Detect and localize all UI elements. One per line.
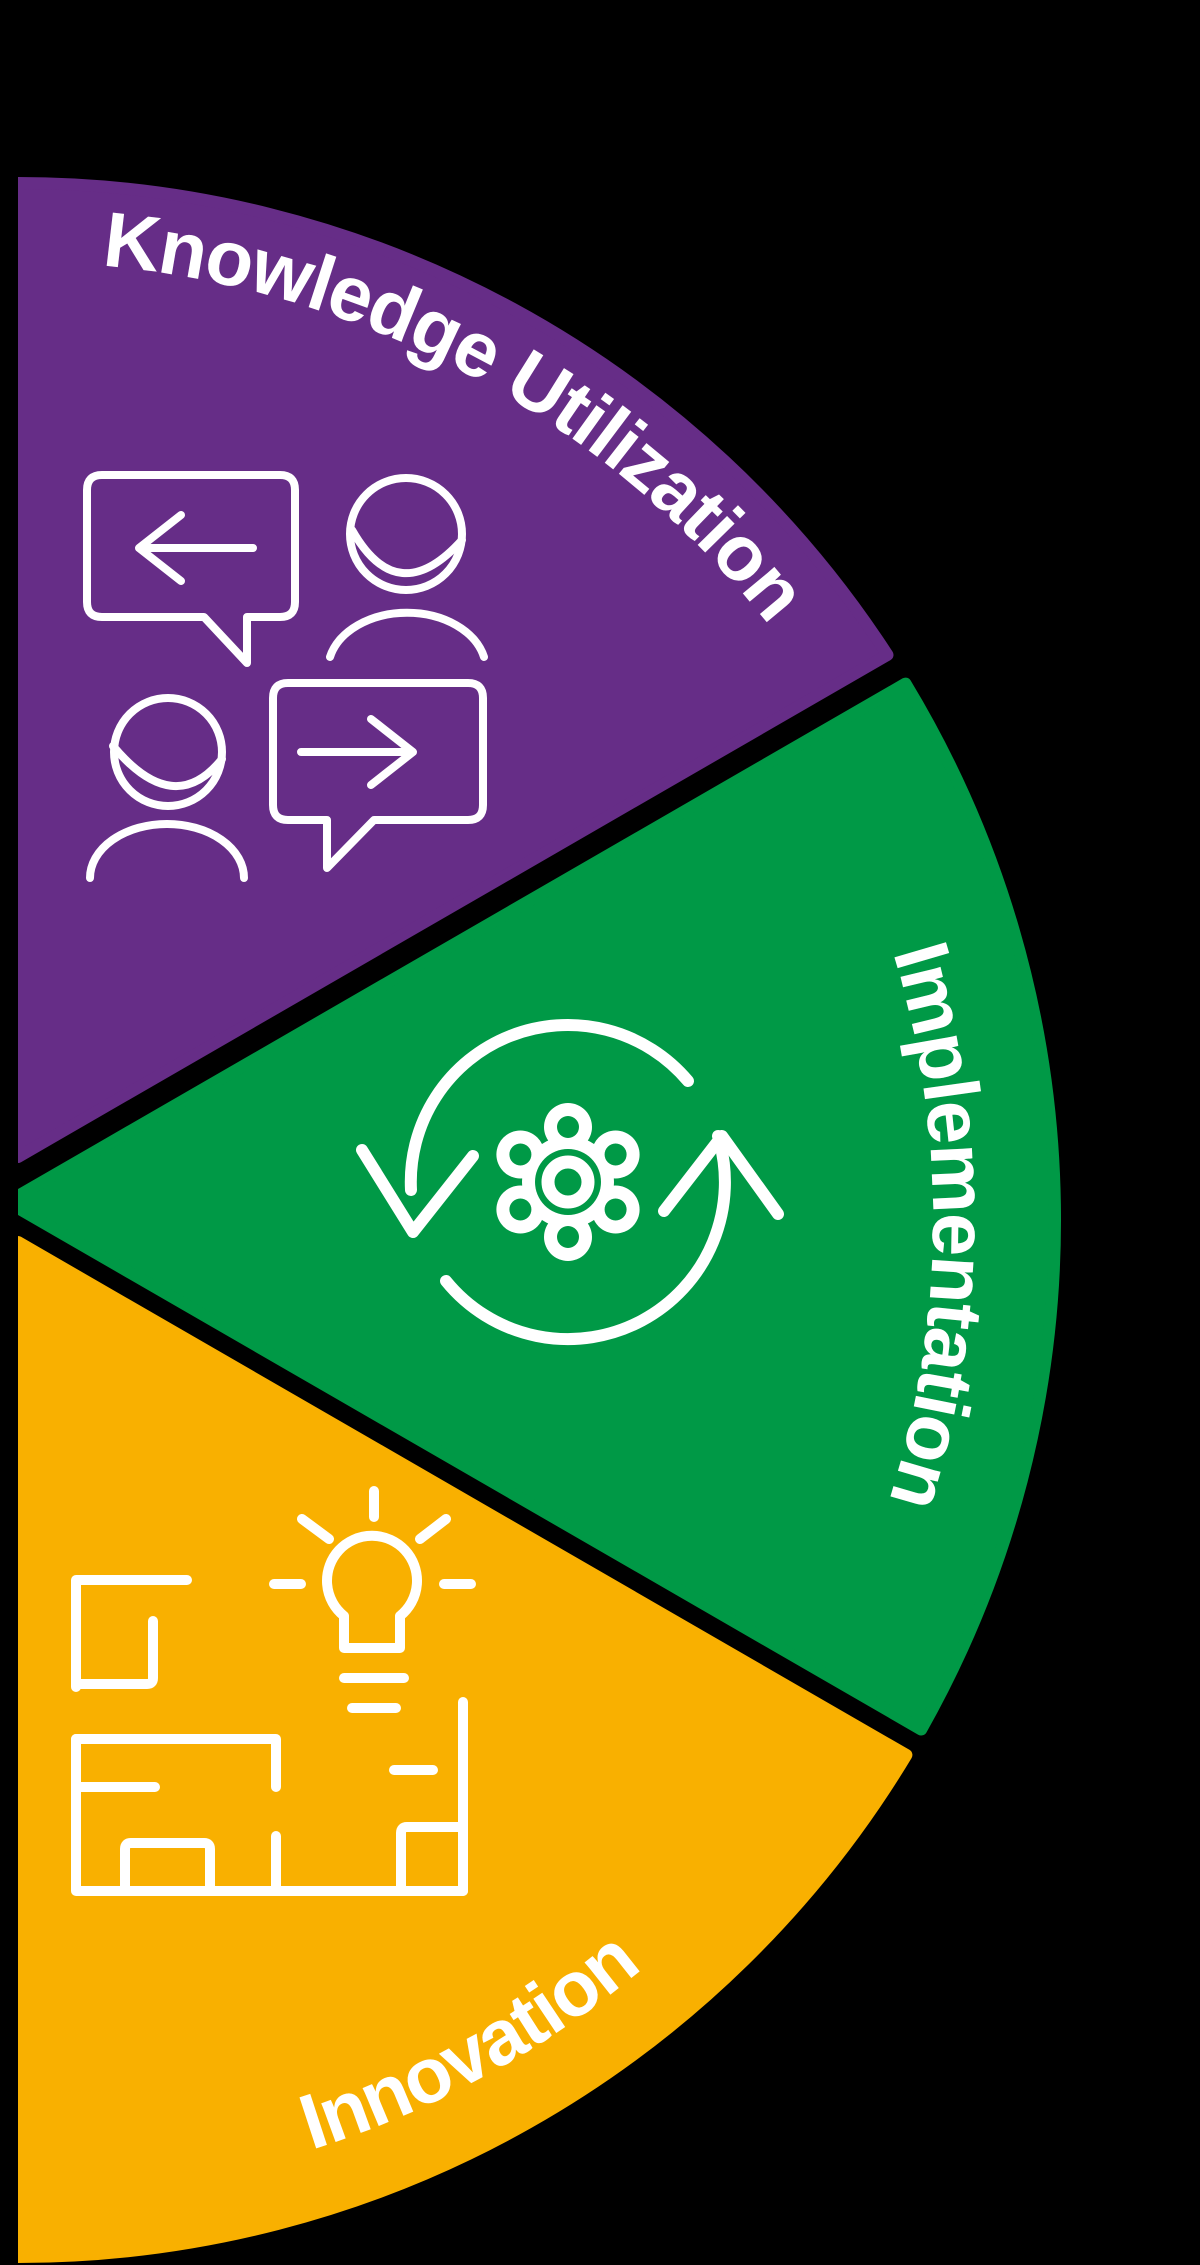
cycle-arc-top: [404, 1019, 694, 1196]
wedge-knowledge-utilization: [12, 177, 894, 1163]
person-shoulders-icon: [86, 820, 248, 882]
person-hair-line-icon: [348, 526, 466, 578]
blueprint-wall: [71, 1616, 158, 1689]
knowledge-exchange-icon: [83, 471, 488, 882]
blueprint-wall: [71, 1734, 281, 1792]
arrow-right-icon: [297, 715, 417, 789]
gear-hub-icon: [541, 1155, 595, 1209]
lightbulb-rays-icon: [269, 1486, 476, 1589]
left-edge-strip: [0, 0, 18, 2265]
lightbulb-icon: [322, 1530, 422, 1653]
gear-cycle-icon: [356, 1019, 784, 1346]
speech-bubble-right-icon: [269, 679, 487, 872]
cycle-arrows-icon: [356, 1019, 784, 1346]
blueprint-wall: [120, 1838, 215, 1896]
blueprint-wall: [71, 1575, 192, 1692]
cycle-arrowhead-left: [356, 1144, 479, 1238]
arrow-left-icon: [135, 511, 257, 585]
person-shoulders-icon: [326, 608, 488, 661]
person-hair-line-icon: [109, 742, 226, 791]
cycle-arc-bottom: [440, 1130, 731, 1346]
cycle-arrowhead-right: [658, 1130, 784, 1220]
speech-bubble-left-icon: [83, 471, 299, 667]
blueprint-wall: [396, 1822, 468, 1896]
blueprint-lightbulb-icon: [71, 1486, 476, 1896]
